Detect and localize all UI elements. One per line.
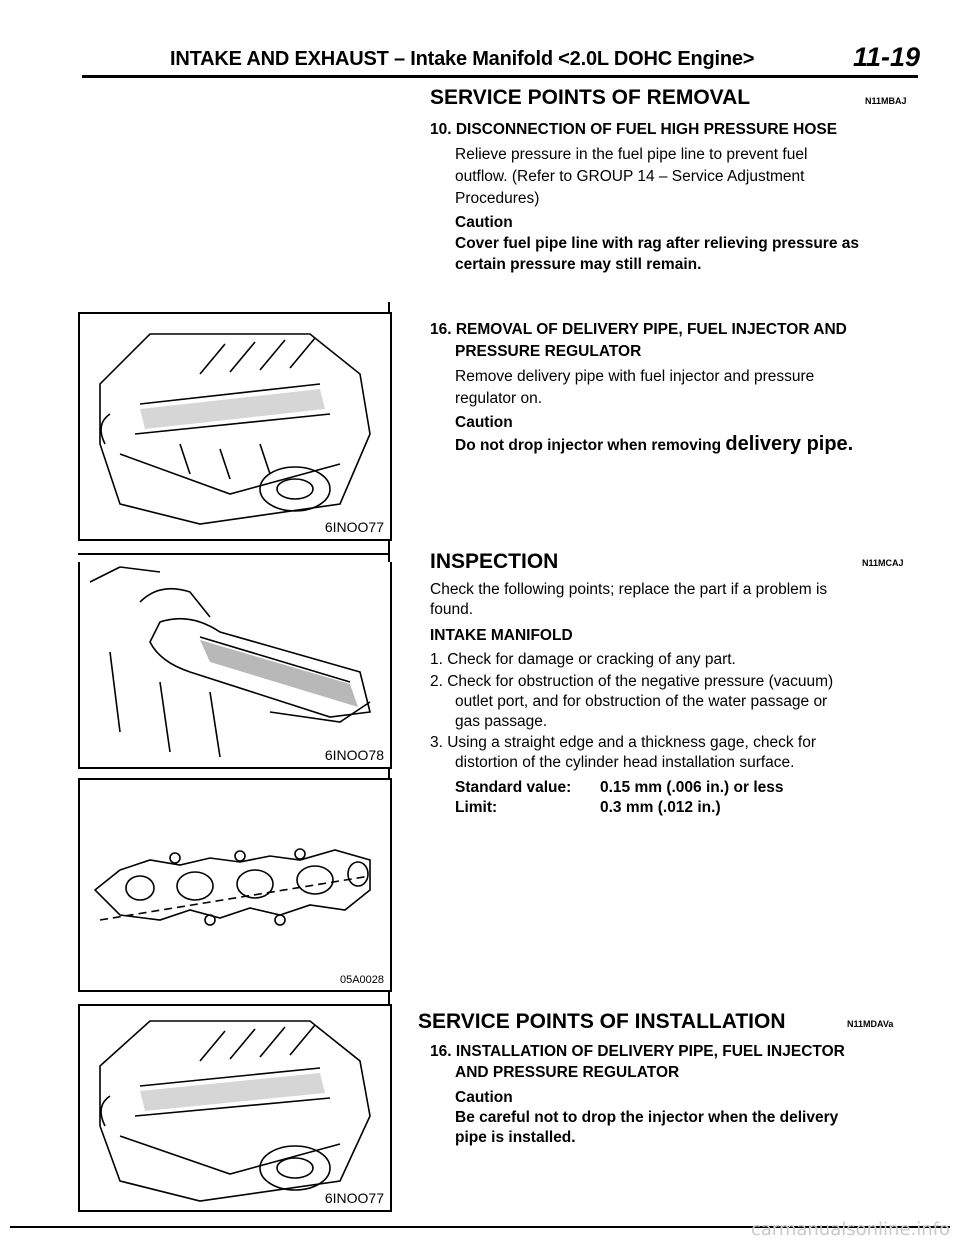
- caution-label: Caution: [455, 214, 513, 231]
- caution-label: Caution: [455, 1089, 513, 1106]
- figure-caption: 6INOO77: [324, 519, 384, 535]
- manifold-gasket-illustration: [93, 848, 371, 926]
- removal-heading: SERVICE POINTS OF REMOVAL: [430, 86, 751, 109]
- caution-text: Do not drop injector when removing deliv…: [455, 434, 853, 456]
- step10-body-3: Procedures): [455, 190, 540, 207]
- watermark: carmanualsonline.info: [750, 1219, 950, 1240]
- caution-text: Cover fuel pipe line with rag after reli…: [455, 235, 859, 252]
- inspection-code: N11MCAJ: [862, 558, 904, 568]
- figure-caption: 6INOO78: [324, 747, 384, 763]
- figure-manifold-gasket: 05A0028: [78, 778, 392, 992]
- page-header: INTAKE AND EXHAUST – Intake Manifold <2.…: [170, 42, 920, 76]
- figure-caption: 05A0028: [339, 974, 384, 986]
- standard-value: 0.15 mm (.006 in.) or less: [600, 779, 784, 796]
- caution-text: certain pressure may still remain.: [455, 256, 702, 273]
- inspection-item-3: distortion of the cylinder head installa…: [455, 754, 795, 771]
- step16-title: PRESSURE REGULATOR: [455, 343, 642, 360]
- engine-illustration-2: [99, 1020, 371, 1202]
- caution-label: Caution: [455, 414, 513, 431]
- step16-body: regulator on.: [455, 390, 543, 407]
- inspection-subheading: INTAKE MANIFOLD: [430, 627, 573, 644]
- inspection-item-1: 1. Check for damage or cracking of any p…: [430, 651, 736, 668]
- inspection-intro: found.: [430, 601, 474, 618]
- caution-text: Be careful not to drop the injector when…: [455, 1109, 839, 1126]
- caution-text-part: Do not drop injector when removing: [455, 437, 722, 454]
- page-number: 11-19: [852, 42, 920, 72]
- page-title: INTAKE AND EXHAUST – Intake Manifold <2.…: [170, 48, 755, 70]
- caution-text-emphasis: delivery pipe.: [725, 433, 854, 455]
- figure-delivery-pipe: 6INOO78: [78, 562, 392, 769]
- standard-value-label: Standard value:: [455, 779, 572, 796]
- installation-heading: SERVICE POINTS OF INSTALLATION: [418, 1010, 786, 1033]
- figure-engine-top-1: 6INOO77: [78, 312, 392, 541]
- header-rule: [82, 75, 918, 78]
- delivery-pipe-illustration: [89, 566, 371, 758]
- step16-title: 16. REMOVAL OF DELIVERY PIPE, FUEL INJEC…: [430, 321, 847, 338]
- inspection-intro: Check the following points; replace the …: [430, 581, 828, 598]
- figure-divider: [78, 553, 390, 555]
- removal-code: N11MBAJ: [865, 96, 907, 106]
- step10-body-2: outflow. (Refer to GROUP 14 – Service Ad…: [455, 168, 805, 185]
- inspection-heading: INSPECTION: [430, 550, 559, 573]
- engine-illustration-1: [99, 333, 371, 525]
- inspection-item-2: gas passage.: [455, 713, 548, 730]
- caution-text: pipe is installed.: [455, 1129, 576, 1146]
- limit-value: 0.3 mm (.012 in.): [600, 799, 721, 816]
- install-step16-title: AND PRESSURE REGULATOR: [455, 1064, 680, 1081]
- footer-rule: [10, 1226, 950, 1228]
- limit-label: Limit:: [455, 799, 498, 816]
- step10-title: 10. DISCONNECTION OF FUEL HIGH PRESSURE …: [430, 121, 838, 138]
- figure-caption: 6INOO77: [324, 1190, 384, 1206]
- install-step16-title: 16. INSTALLATION OF DELIVERY PIPE, FUEL …: [430, 1043, 845, 1060]
- step10-body-1: Relieve pressure in the fuel pipe line t…: [455, 146, 808, 163]
- inspection-item-3: 3. Using a straight edge and a thickness…: [430, 734, 817, 751]
- step16-body: Remove delivery pipe with fuel injector …: [455, 368, 815, 385]
- installation-code: N11MDAVa: [847, 1019, 894, 1029]
- inspection-item-2: 2. Check for obstruction of the negative…: [430, 673, 834, 690]
- inspection-item-2: outlet port, and for obstruction of the …: [455, 693, 828, 710]
- figure-engine-top-2: 6INOO77: [78, 1004, 392, 1212]
